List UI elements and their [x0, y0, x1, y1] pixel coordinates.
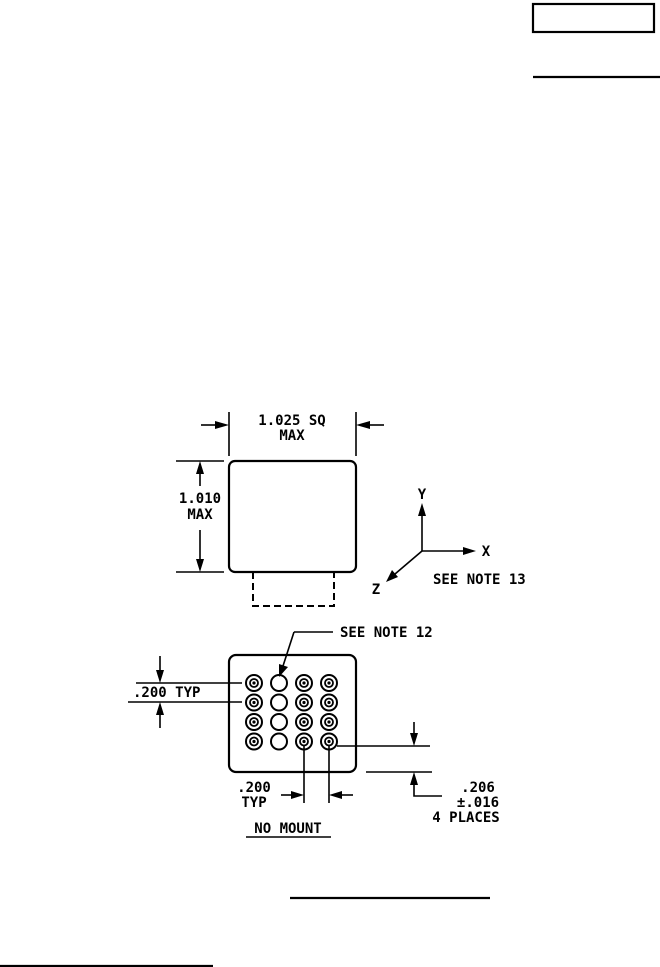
col-pitch-arrow-right — [329, 791, 342, 799]
x-axis-arrow — [463, 547, 476, 555]
pin-ring — [299, 678, 309, 688]
col-pitch-value: .200 — [237, 780, 271, 796]
pin-ring — [299, 717, 309, 727]
pin-ring — [324, 697, 334, 708]
pin-center — [252, 700, 256, 705]
pin-ring — [324, 678, 334, 688]
no-pin-position — [270, 693, 288, 712]
package-body — [227, 459, 358, 574]
pin-length-arrow-bottom — [410, 772, 418, 785]
pin-center — [252, 739, 256, 744]
x-axis-label: X — [482, 544, 491, 560]
pin-center — [327, 700, 331, 705]
y-axis-arrow — [418, 503, 426, 516]
pin-center — [327, 739, 331, 744]
package-bottom-outline — [227, 653, 358, 774]
pin-hole — [320, 693, 338, 712]
pin-hole — [320, 713, 338, 731]
pin-ring — [324, 736, 334, 747]
z-axis-label: Z — [372, 582, 380, 598]
pin-center — [252, 720, 256, 724]
width-dim-qualifier: MAX — [279, 428, 305, 444]
width-dim-value: 1.025 SQ — [258, 413, 325, 429]
pin-center — [302, 739, 306, 744]
pin-hole — [245, 713, 263, 731]
row-pitch-label: .200 TYP — [133, 685, 200, 701]
pin-length-qty: 4 PLACES — [432, 810, 499, 826]
axis-triad: Y X Z SEE NOTE 13 — [372, 487, 526, 598]
pin-length-value: .206 — [461, 780, 495, 796]
no-pin-position — [270, 732, 288, 751]
note12-leader-d — [282, 631, 295, 667]
pin-hole — [295, 713, 313, 731]
mount-hidden-outline — [252, 572, 335, 607]
pin-hole — [245, 693, 263, 712]
pin-center — [302, 720, 306, 724]
row-pitch-arrow-bottom — [156, 702, 164, 715]
y-axis-label: Y — [418, 487, 427, 503]
title-block-box — [531, 2, 656, 34]
z-axis-line — [394, 550, 423, 575]
pin-hole — [295, 693, 313, 712]
pin-note-ref: SEE NOTE 12 — [340, 625, 433, 641]
height-arrow-top — [196, 461, 204, 474]
height-dim-value: 1.010 — [179, 491, 221, 507]
col-pitch-qualifier: TYP — [241, 795, 266, 811]
z-axis-arrow — [386, 570, 398, 582]
pin-length-leader-bottom — [413, 785, 442, 797]
no-pin-position — [270, 713, 288, 731]
row-pitch-arrow-top — [156, 670, 164, 683]
pin-length-tolerance: ±.016 — [457, 795, 499, 811]
pin-ring — [249, 678, 259, 688]
height-arrow-bottom — [196, 559, 204, 572]
pin-view-caption: NO MOUNT — [254, 821, 321, 837]
pin-grid — [245, 674, 338, 751]
pin-length-arrow-top — [410, 733, 418, 746]
col-pitch-arrow-left — [291, 791, 304, 799]
pin-center — [302, 681, 306, 685]
pin-ring — [324, 717, 334, 727]
pin-center — [252, 681, 256, 685]
outline-view: 1.025 SQ MAX 1.010 MAX — [176, 412, 384, 607]
width-arrow-right — [356, 421, 370, 429]
pin-ring — [249, 717, 259, 727]
pin-center — [302, 700, 306, 705]
width-arrow-left — [215, 421, 229, 429]
pin-ring — [299, 736, 309, 747]
pin-ring — [249, 736, 259, 747]
pin-hole — [320, 674, 338, 692]
pin-center — [327, 720, 331, 724]
pin-hole — [245, 732, 263, 751]
pin-center — [327, 681, 331, 685]
height-dim-qualifier: MAX — [187, 507, 213, 523]
pin-view: SEE NOTE 12 .200 TYP .200 TYP .206 ±.016… — [128, 625, 500, 838]
pin-ring — [249, 697, 259, 708]
no-pin-position — [270, 674, 288, 692]
note12-arrow — [279, 664, 288, 677]
pin-hole — [245, 674, 263, 692]
pin-ring — [299, 697, 309, 708]
pin-hole — [295, 674, 313, 692]
axes-note-ref: SEE NOTE 13 — [433, 572, 526, 588]
